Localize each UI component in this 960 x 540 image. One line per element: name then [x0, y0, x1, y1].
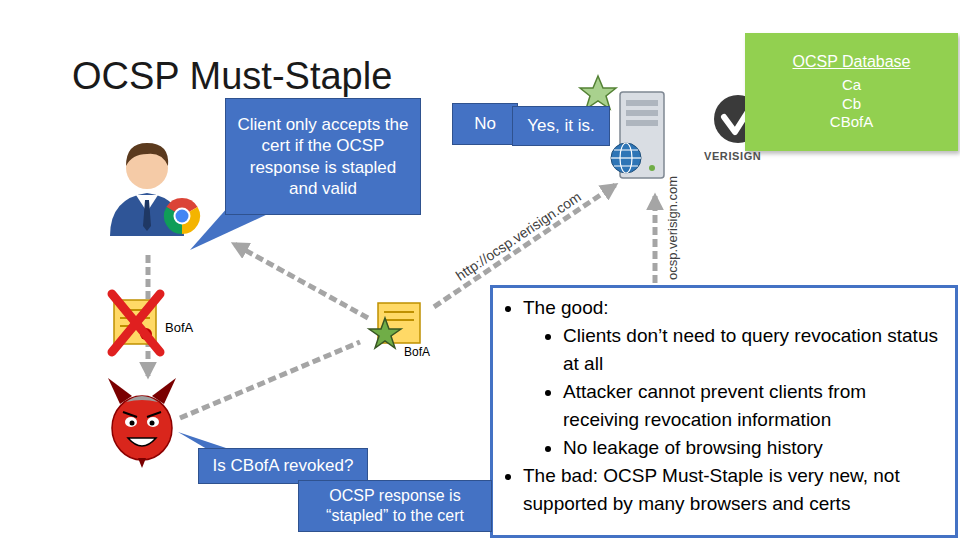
bullet-item: The bad: OCSP Must-Staple is very new, n… [523, 462, 943, 518]
speech-bubble: No [452, 103, 518, 145]
dashed-flow-line [234, 244, 368, 318]
speech-bubble: Client only accepts the cert if the OCSP… [225, 98, 421, 215]
client-person [126, 143, 168, 166]
database-entry: OCSP Database [793, 52, 911, 72]
bullet-item: Attacker cannot prevent clients from rec… [563, 378, 943, 434]
server-node: VERISIGN [600, 88, 775, 185]
bullet-text: The bad: OCSP Must-Staple is very new, n… [523, 465, 900, 514]
certificate-node: BofA [108, 292, 203, 354]
server-icon [626, 120, 658, 126]
attacker-devil [126, 396, 158, 402]
response-star [580, 76, 616, 109]
browser-logo [176, 210, 189, 223]
bullet-text: The good: [523, 297, 609, 318]
client-person [143, 200, 151, 231]
speech-bubble: Yes, it is. [512, 106, 610, 146]
browser-logo [164, 198, 200, 234]
bullet-text: Attacker cannot prevent clients from rec… [563, 381, 866, 430]
dashed-connector [434, 185, 615, 307]
server-icon [614, 150, 638, 151]
server-icon [614, 166, 638, 167]
sticky-note: OCSP DatabaseCaCbCBofA [745, 33, 958, 151]
server-icon [626, 100, 658, 106]
attacker-devil [147, 412, 161, 417]
client-person [110, 193, 184, 236]
revoked-cross [112, 294, 160, 352]
attacker-devil [147, 417, 159, 427]
bullet-item: No leakage of browsing history [563, 434, 943, 462]
dashed-flow-line [653, 196, 658, 283]
speech-bubble: OCSP response is “stapled” to the cert [298, 480, 492, 532]
attacker-devil [128, 438, 156, 446]
bubble-text: Client only accepts the cert if the OCSP… [236, 114, 410, 199]
url-label: ocsp.verisign.com [665, 176, 680, 280]
database-entry: CBofA [830, 113, 873, 132]
revoked-cross [112, 294, 160, 352]
server-icon [611, 92, 664, 178]
attacker-devil [123, 412, 137, 417]
attacker-devil [125, 417, 137, 427]
url-label: http://ocsp.verisign.com [452, 188, 583, 283]
client-person [110, 143, 184, 236]
attacker-devil [130, 421, 135, 426]
bubble-text: OCSP response is “stapled” to the cert [309, 486, 481, 526]
bullet-text: Clients don’t need to query revocation s… [563, 325, 938, 374]
attacker-devil [138, 458, 146, 468]
certificate-label: BofA [404, 345, 430, 359]
browser-logo [174, 208, 191, 225]
certificate-node: BofA [362, 300, 434, 362]
bubble-text: Yes, it is. [527, 115, 594, 136]
bullet-item: Clients don’t need to query revocation s… [563, 322, 943, 378]
server-icon [649, 165, 655, 171]
certificate-icon [369, 303, 420, 348]
bullet-item: The good: [523, 294, 943, 322]
attacker-devil [150, 421, 155, 426]
response-star [580, 76, 616, 109]
server-icon [626, 110, 658, 116]
attacker-devil [112, 396, 172, 460]
server-icon [611, 143, 641, 173]
bubble-text: No [474, 113, 496, 134]
speech-bubble: Is CBofA revoked? [198, 448, 368, 484]
certificate-label: BofA [165, 320, 193, 335]
revoked-cross [112, 294, 160, 352]
slide-title: OCSP Must-Staple [72, 55, 392, 98]
dashed-flow-line [180, 342, 360, 418]
logo-text: VERISIGN [704, 150, 761, 162]
certificate-icon [384, 311, 414, 313]
certificate-icon [369, 318, 401, 348]
bullet-text: No leakage of browsing history [563, 437, 823, 458]
server-icon [611, 157, 641, 158]
database-entry: Ca [842, 76, 861, 95]
attacker-devil [108, 378, 176, 468]
bubble-text: Is CBofA revoked? [213, 455, 354, 476]
certificate-icon [384, 319, 414, 321]
database-entry: Cb [842, 95, 861, 114]
text-box: The good: Clients don’t need to query rev… [490, 285, 958, 538]
